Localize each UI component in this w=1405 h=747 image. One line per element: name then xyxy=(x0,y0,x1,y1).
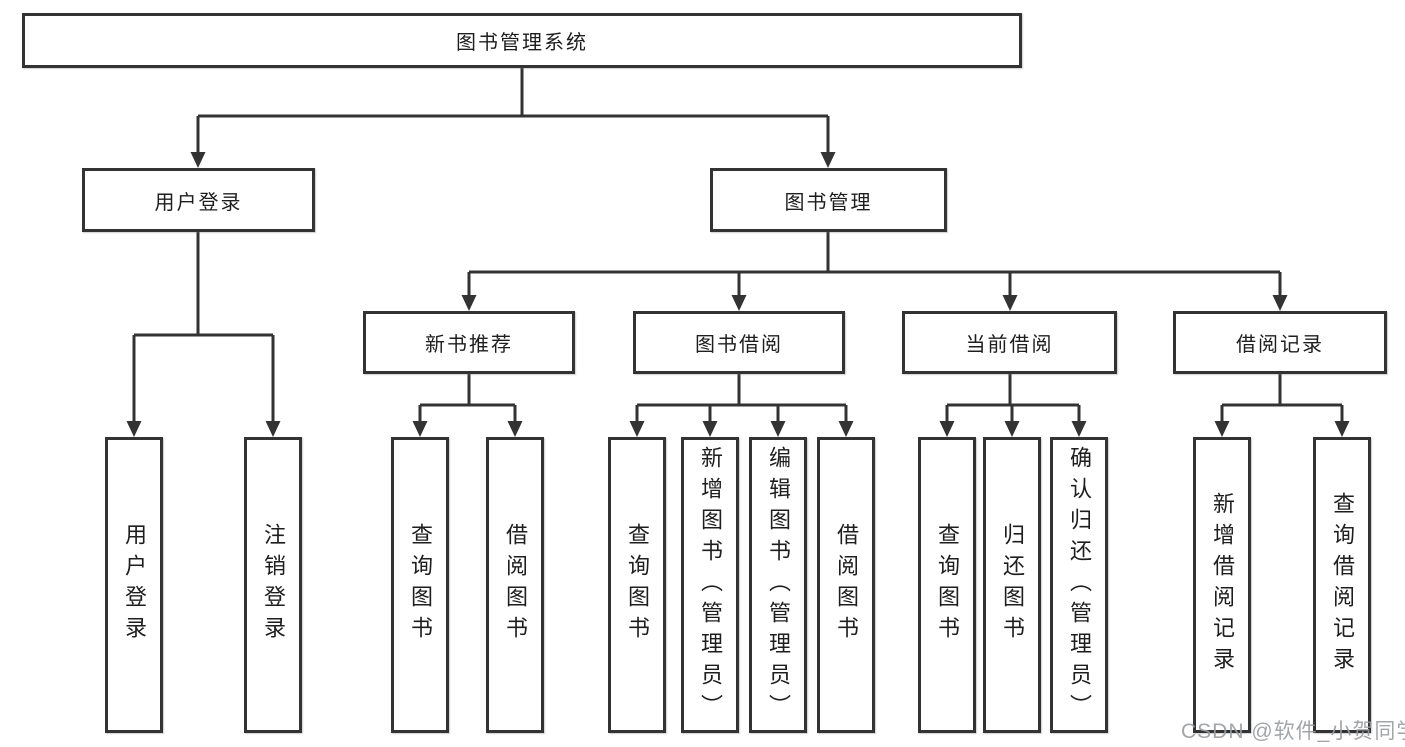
node-label: 归还图书 xyxy=(1000,523,1025,647)
node-new-book-recommend: 新书推荐 xyxy=(363,311,575,374)
node-book-borrowing: 图书借阅 xyxy=(633,311,845,374)
leaf-borrow-books-recommend: 借阅图书 xyxy=(486,437,544,733)
leaf-query-borrow-record: 查询借阅记录 xyxy=(1313,437,1371,733)
node-label: 新增借阅记录 xyxy=(1210,492,1235,678)
csdn-watermark: CSDN @软件_小贺同学 xyxy=(1181,720,1405,743)
leaf-return-book: 归还图书 xyxy=(983,437,1041,733)
node-label: 用户登录 xyxy=(122,523,147,647)
node-label: 图书借阅 xyxy=(695,334,783,356)
node-label: 用户登录 xyxy=(154,191,243,214)
leaf-borrow-books-borrowing: 借阅图书 xyxy=(817,437,875,733)
node-user-login-branch: 用户登录 xyxy=(82,168,315,232)
leaf-logout: 注销登录 xyxy=(244,437,302,733)
node-label: 注销登录 xyxy=(261,523,286,647)
node-label: 当前借阅 xyxy=(965,334,1054,356)
leaf-add-book-admin: 新增图书（管理员） xyxy=(681,437,739,733)
node-label: 查询图书 xyxy=(408,523,433,647)
node-label: 查询图书 xyxy=(935,523,960,647)
leaf-query-books-current: 查询图书 xyxy=(918,437,976,733)
node-label: 借阅图书 xyxy=(503,523,528,647)
node-label: 确认归还（管理员） xyxy=(1067,445,1092,725)
node-label: 借阅图书 xyxy=(834,523,859,647)
node-book-management: 图书管理 xyxy=(710,168,947,232)
node-library-management-system: 图书管理系统 xyxy=(22,13,1022,68)
node-current-borrowing: 当前借阅 xyxy=(902,311,1117,374)
leaf-query-books-recommend: 查询图书 xyxy=(391,437,449,733)
leaf-confirm-return-admin: 确认归还（管理员） xyxy=(1050,437,1108,733)
node-label: 借阅记录 xyxy=(1236,334,1324,356)
node-label: 新增图书（管理员） xyxy=(698,445,723,725)
node-label: 新书推荐 xyxy=(425,334,513,356)
node-label: 查询借阅记录 xyxy=(1330,492,1355,678)
node-label: 查询图书 xyxy=(625,523,650,647)
leaf-user-login: 用户登录 xyxy=(105,437,163,733)
node-label: 图书管理系统 xyxy=(456,32,588,54)
node-borrowing-records: 借阅记录 xyxy=(1173,311,1387,374)
node-label: 图书管理 xyxy=(784,191,873,214)
leaf-query-books-borrowing: 查询图书 xyxy=(608,437,666,733)
leaf-add-borrow-record: 新增借阅记录 xyxy=(1193,437,1251,733)
leaf-edit-book-admin: 编辑图书（管理员） xyxy=(749,437,807,733)
node-label: 编辑图书（管理员） xyxy=(766,445,791,725)
